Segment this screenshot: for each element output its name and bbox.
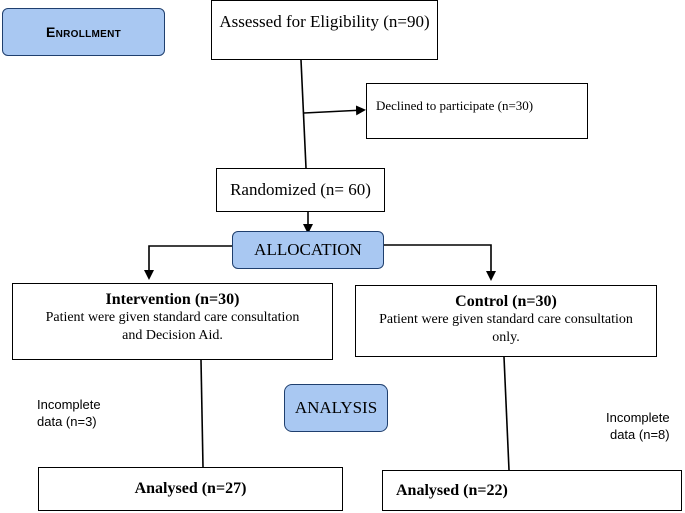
declined-text: Declined to participate (n=30) — [376, 98, 534, 113]
control-title: Control (n=30) — [455, 293, 557, 310]
intervention-to-analysed-line — [200, 359, 204, 468]
control-to-analysed-line — [503, 356, 510, 471]
declined-arrow — [303, 105, 366, 116]
control-incomplete-note: Incomplete data (n=8) — [606, 409, 670, 443]
allocation-to-intervention-arrow — [144, 245, 232, 280]
control-incomplete-line2: data (n=8) — [609, 427, 670, 442]
analysed-intervention-box: Analysed (n=27) — [38, 467, 343, 511]
eligibility-box: Assessed for Eligibility (n=90) — [211, 0, 438, 60]
control-desc-line1: Patient were given standard care consult… — [379, 312, 633, 327]
eligibility-text: Assessed for Eligibility (n=90) — [219, 12, 430, 31]
allocation-stage-label: ALLOCATION — [232, 231, 384, 269]
intervention-incomplete-line2: data (n=3) — [37, 414, 97, 429]
enrollment-stage-label: Enrollment — [2, 8, 165, 56]
eligibility-to-randomized-line — [300, 59, 307, 169]
analysed-intervention-text: Analysed (n=27) — [134, 480, 247, 497]
control-incomplete-line1: Incomplete — [606, 410, 670, 425]
intervention-incomplete-note: Incomplete data (n=3) — [37, 396, 101, 430]
control-box: Control (n=30) Patient were given standa… — [355, 285, 657, 357]
intervention-desc-line1: Patient were given standard care consult… — [45, 310, 300, 325]
intervention-incomplete-line1: Incomplete — [37, 397, 101, 412]
randomized-box: Randomized (n= 60) — [216, 168, 385, 212]
allocation-label-text: ALLOCATION — [254, 240, 362, 259]
analysis-stage-label: ANALYSIS — [284, 384, 388, 432]
randomized-text: Randomized (n= 60) — [230, 180, 371, 199]
enrollment-label-text: Enrollment — [45, 24, 122, 40]
allocation-to-control-arrow — [383, 244, 496, 281]
analysis-label-text: ANALYSIS — [294, 398, 378, 417]
intervention-desc-line2: and Decision Aid. — [122, 328, 223, 343]
intervention-title: Intervention (n=30) — [105, 291, 240, 308]
control-desc-line2: only. — [492, 330, 520, 345]
intervention-box: Intervention (n=30) Patient were given s… — [12, 283, 333, 360]
analysed-control-box: Analysed (n=22) — [382, 470, 682, 511]
declined-box: Declined to participate (n=30) — [366, 83, 588, 139]
analysed-control-text: Analysed (n=22) — [396, 481, 508, 499]
